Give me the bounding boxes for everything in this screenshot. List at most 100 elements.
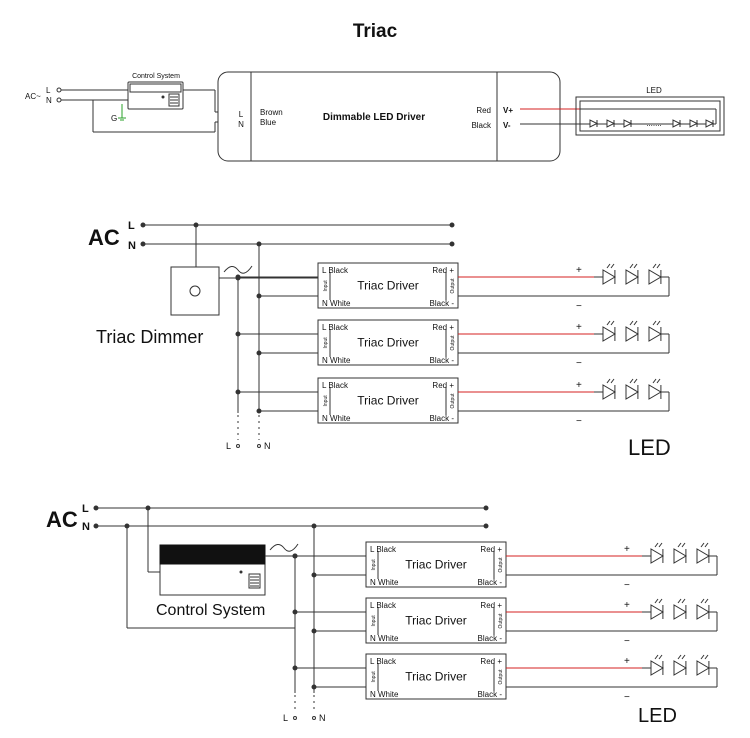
driver-title: Triac Driver [405,670,467,684]
driver-output-label: Output [498,613,504,629]
driver-red-plus: Red + [480,657,502,666]
led-diode-icon [696,654,710,676]
middle-ac-label: AC [88,225,120,250]
top-vplus-label: V+ [503,106,513,115]
top-driver-box [217,71,561,162]
led-diode-icon [602,378,616,400]
top-control-label: Control System [132,73,180,80]
driver-l-black: L Black [370,545,397,554]
driver-input-label: Input [323,280,329,292]
output-minus: − [576,358,582,369]
driver-input-label: Input [323,395,329,407]
bottom-control-label: Control System [156,602,265,619]
bottom-n-label: N [82,521,90,533]
driver-l-black: L Black [322,266,349,275]
output-plus: + [576,265,582,276]
page-title: Triac [353,21,398,42]
top-control-box [127,81,184,110]
driver-title: Triac Driver [357,336,419,350]
driver-input-label: Input [323,337,329,349]
top-led-strip [575,96,725,136]
output-minus: − [624,580,630,591]
driver-black-minus: Black - [430,356,455,365]
driver-output-label: Output [450,393,456,409]
driver-red-plus: Red + [480,545,502,554]
driver-l-black: L Black [322,381,349,390]
triac-dimmer-box [170,266,220,316]
led-diode-icon [696,542,710,564]
triac-dimmer-label: Triac Dimmer [96,327,203,347]
top-g-label: G [111,114,117,123]
top-driver-title: Dimmable LED Driver [323,112,425,123]
top-led-label: LED [646,86,662,95]
led-diode-icon [648,263,662,285]
top-driver-n: N [238,120,244,129]
top-driver-l: L [239,110,244,119]
driver-red-plus: Red + [480,601,502,610]
led-diode-icon [625,320,639,342]
driver-input-label: Input [371,671,377,683]
driver-n-white: N White [370,690,399,699]
driver-output-label: Output [450,278,456,294]
svg-text:.......: ....... [646,119,662,128]
led-diode-icon [602,320,616,342]
led-diode-icon [696,598,710,620]
top-ac-label: AC~ [25,92,41,101]
led-diode-icon [673,598,687,620]
driver-red-plus: Red + [432,266,454,275]
bottom-diagram: AC L N Control System L [46,503,718,727]
output-plus: + [624,600,630,611]
driver-l-black: L Black [370,657,397,666]
top-red-label: Red [476,106,491,115]
bottom-led-label: LED [638,705,677,727]
top-vminus-label: V- [503,121,511,130]
led-diode-icon [672,119,682,128]
led-diode-icon [602,263,616,285]
led-diode-icon [648,320,662,342]
led-diode-icon [648,378,662,400]
driver-red-plus: Red + [432,323,454,332]
output-minus: − [576,301,582,312]
middle-n-label: N [128,240,136,252]
bottom-l-label: L [82,503,89,515]
driver-l-black: L Black [322,323,349,332]
led-diode-icon [623,119,633,128]
top-black-label: Black [471,121,492,130]
output-minus: − [624,636,630,647]
top-blue-label: Blue [260,118,277,127]
middle-led-label: LED [628,435,671,460]
driver-output-label: Output [498,557,504,573]
driver-input-label: Input [371,615,377,627]
led-diode-icon [673,542,687,564]
driver-red-plus: Red + [432,381,454,390]
driver-n-white: N White [370,578,399,587]
driver-black-minus: Black - [478,634,503,643]
output-minus: − [624,692,630,703]
driver-title: Triac Driver [405,614,467,628]
driver-output-label: Output [450,335,456,351]
led-diode-icon [650,542,664,564]
output-plus: + [624,656,630,667]
led-diode-icon [589,119,599,128]
middle-bottom-l: L [226,441,231,451]
driver-n-white: N White [322,414,351,423]
output-plus: + [624,544,630,555]
middle-l-label: L [128,220,135,232]
led-diode-icon [705,119,715,128]
middle-driver-2: L Black N White Triac Driver Red + Black - In… [317,319,670,369]
driver-output-label: Output [498,669,504,685]
top-n-label: N [46,96,52,105]
driver-black-minus: Black - [478,578,503,587]
bottom-driver-3: L Black N White Triac Driver Red + Black - In… [365,653,718,703]
top-brown-label: Brown [260,108,283,117]
output-minus: − [576,416,582,427]
driver-n-white: N White [322,356,351,365]
bottom-bottom-n: N [319,713,326,723]
driver-n-white: N White [322,299,351,308]
driver-black-minus: Black - [478,690,503,699]
led-diode-icon [650,654,664,676]
